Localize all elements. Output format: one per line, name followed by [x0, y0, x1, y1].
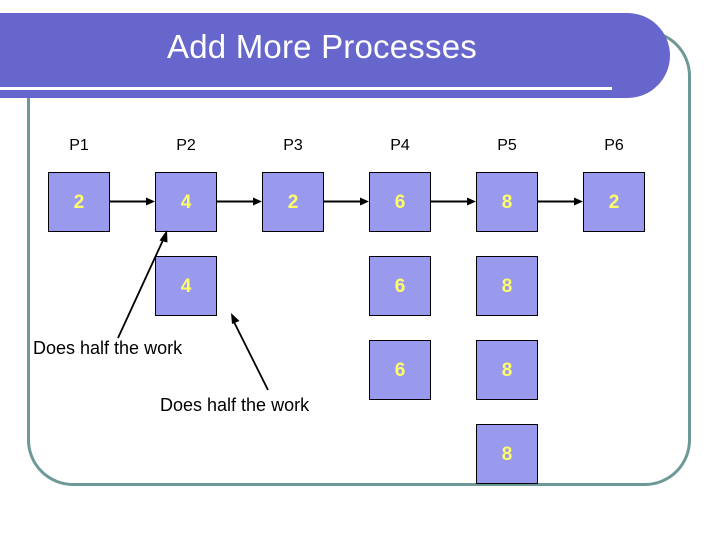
flow-arrow-p3-p4: [324, 197, 369, 206]
title-underline-rule: [0, 87, 612, 90]
process-box-p6-r1: 2: [583, 172, 645, 232]
process-box-p4-r2: 6: [369, 256, 431, 316]
process-box-p4-r3: 6: [369, 340, 431, 400]
column-header-p4: P4: [390, 137, 410, 154]
title-banner: Add More Processes: [0, 13, 670, 98]
process-box-p5-r1: 8: [476, 172, 538, 232]
page-title: Add More Processes: [167, 28, 477, 65]
column-header-p2: P2: [176, 137, 196, 154]
annotation-label-1: Does half the work: [33, 338, 183, 358]
flow-arrow-p1-p2: [110, 197, 155, 206]
column-header-p3: P3: [283, 137, 303, 154]
process-box-p1-r1: 2: [48, 172, 110, 232]
flow-arrow-p4-p5: [431, 197, 476, 206]
annotation-arrow-2: [228, 310, 276, 392]
process-box-p5-r2: 8: [476, 256, 538, 316]
column-header-p1: P1: [69, 137, 89, 154]
flow-arrow-p2-p3: [217, 197, 262, 206]
process-box-p2-r2: 4: [155, 256, 217, 316]
flow-arrow-p5-p6: [538, 197, 583, 206]
annotation-arrow-1: [114, 228, 170, 340]
column-header-p6: P6: [604, 137, 624, 154]
process-box-p4-r1: 6: [369, 172, 431, 232]
process-box-p2-r1: 4: [155, 172, 217, 232]
process-box-p5-r4: 8: [476, 424, 538, 484]
annotation-label-2: Does half the work: [160, 395, 310, 415]
column-header-p5: P5: [497, 137, 517, 154]
process-box-p5-r3: 8: [476, 340, 538, 400]
process-box-p3-r1: 2: [262, 172, 324, 232]
